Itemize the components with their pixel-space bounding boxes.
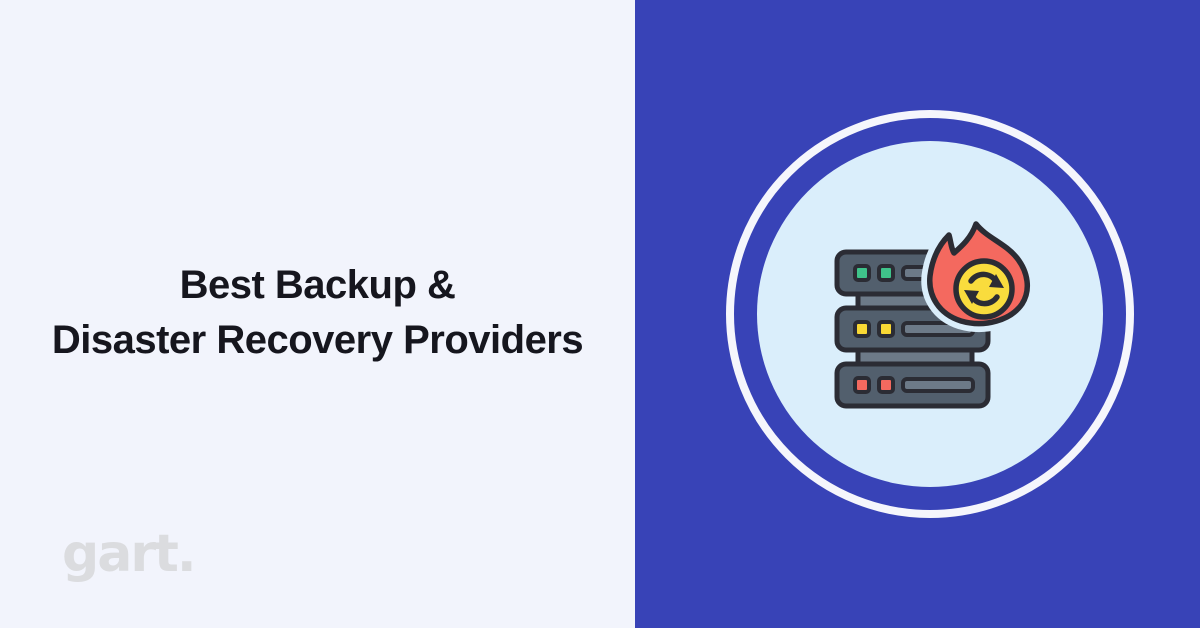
- right-panel: [635, 0, 1200, 628]
- led-green-icon: [877, 264, 895, 282]
- sync-icon: [953, 258, 1015, 320]
- led-yellow-icon: [877, 320, 895, 338]
- led-green-icon: [853, 264, 871, 282]
- led-red-icon: [877, 376, 895, 394]
- server-unit-bottom: [834, 361, 991, 409]
- title-line-2: Disaster Recovery Providers: [51, 318, 584, 362]
- title-line-1: Best Backup &: [179, 263, 456, 307]
- page-title: Best Backup & Disaster Recovery Provider…: [0, 258, 635, 368]
- server-stack-fire-sync-icon: [834, 218, 1035, 409]
- left-panel: Best Backup & Disaster Recovery Provider…: [0, 0, 635, 628]
- led-yellow-icon: [853, 320, 871, 338]
- led-red-icon: [853, 376, 871, 394]
- emblem-ring: [726, 110, 1134, 518]
- brand-logo: gart.: [62, 524, 197, 584]
